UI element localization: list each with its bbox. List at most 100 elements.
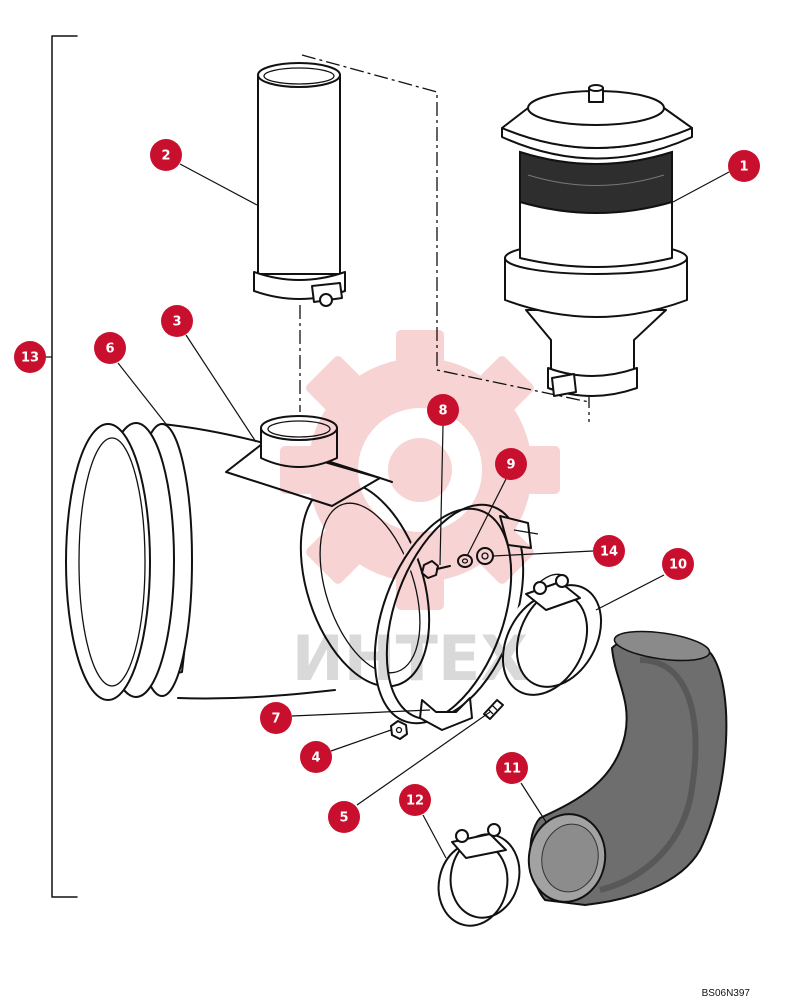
- cap-neck-clamp-bolt: [551, 373, 577, 397]
- tube-clamp-bolt: [311, 282, 343, 303]
- pre-cleaner-cap: [501, 84, 693, 397]
- clamp-10-nut-a: [533, 581, 547, 595]
- clamp-10-ubolt: [539, 573, 563, 583]
- callout-1-label: 1: [739, 160, 748, 175]
- nut-bore: [395, 726, 403, 734]
- callout-5-marker: [328, 801, 360, 833]
- housing-bottom-edge: [177, 689, 336, 700]
- leader-line-10: [595, 574, 665, 611]
- callout-9-marker: [495, 448, 527, 480]
- callout-1-marker: [728, 150, 760, 182]
- callout-1: 1: [728, 150, 760, 182]
- hose-clamp-12: [437, 823, 521, 929]
- callout-6-marker: [94, 332, 126, 364]
- leader-line-14: [492, 550, 594, 557]
- callout-4-label: 4: [311, 751, 320, 766]
- watermark: ИНТЕХ: [280, 330, 560, 695]
- callout-13: 13: [14, 341, 46, 373]
- clamp-12-nut-a: [455, 829, 469, 843]
- callout-12-label: 12: [406, 794, 424, 809]
- leader-line-12: [422, 814, 447, 859]
- elbow-hose: [527, 630, 728, 907]
- assembly-bracket: [51, 35, 78, 898]
- hose-top-opening: [613, 630, 711, 662]
- stud-rod: [483, 699, 504, 720]
- callout-9: 9: [495, 448, 527, 480]
- callout-14: 14: [593, 535, 625, 567]
- nut-body: [390, 720, 408, 740]
- nut-4: [390, 720, 408, 740]
- tube-clamp-nut: [319, 293, 333, 307]
- watermark-text: ИНТЕХ: [292, 622, 528, 695]
- stud-5: [483, 699, 504, 720]
- pre-cleaner-tube: [253, 62, 346, 307]
- tube-body: [257, 74, 341, 275]
- callout-7-marker: [260, 702, 292, 734]
- gear-hub: [388, 438, 452, 502]
- housing-end-cover-inner: [78, 437, 146, 687]
- callout-9-label: 9: [506, 458, 515, 473]
- watermark-gear-logo: [280, 330, 560, 610]
- callout-3-label: 3: [172, 315, 181, 330]
- cap-neck: [525, 309, 667, 379]
- callout-4-marker: [300, 741, 332, 773]
- cap-mesh-screen: [519, 150, 673, 214]
- callout-2-marker: [150, 139, 182, 171]
- callout-8-label: 8: [438, 404, 447, 419]
- callout-2: 2: [150, 139, 182, 171]
- leader-line-2: [179, 163, 258, 206]
- leader-line-3: [185, 334, 257, 443]
- callout-11-marker: [496, 752, 528, 784]
- leader-line-9: [466, 478, 507, 557]
- callout-10-marker: [662, 548, 694, 580]
- callout-2-label: 2: [161, 149, 170, 164]
- callout-3: 3: [161, 305, 193, 337]
- gear-tooth: [474, 524, 534, 584]
- callout-12-marker: [399, 784, 431, 816]
- leader-line-11: [520, 782, 547, 823]
- hose-bottom-bore: [541, 823, 599, 893]
- gear-tooth: [306, 356, 366, 416]
- drawing-code: BS06N397: [702, 988, 751, 999]
- stud-threads: [487, 704, 498, 715]
- callout-8-marker: [427, 394, 459, 426]
- clamp-10-edge-b: [515, 584, 603, 688]
- callout-10: 10: [662, 548, 694, 580]
- gear-tooth: [474, 356, 534, 416]
- gear-tooth: [306, 524, 366, 584]
- callout-14-label: 14: [600, 545, 618, 560]
- leader-line-1: [672, 171, 730, 203]
- tube-top-opening: [263, 67, 335, 85]
- callout-7: 7: [260, 702, 292, 734]
- callout-14-marker: [593, 535, 625, 567]
- callout-13-label: 13: [21, 351, 39, 366]
- leader-line-8: [439, 425, 444, 566]
- hose-clamp-10: [501, 573, 603, 699]
- leader-line-6: [117, 362, 167, 425]
- clamp-12-nut-b: [487, 823, 501, 837]
- callout-5-label: 5: [339, 811, 348, 826]
- callout-6-label: 6: [105, 342, 114, 357]
- leader-line-4: [330, 729, 392, 752]
- cap-body: [519, 199, 673, 268]
- callout-12: 12: [399, 784, 431, 816]
- callout-13-marker: [14, 341, 46, 373]
- mounting-band-top-bolt: [513, 529, 539, 535]
- callout-11: 11: [496, 752, 528, 784]
- callout-3-marker: [161, 305, 193, 337]
- cap-mesh-highlight: [527, 174, 665, 186]
- leader-line-5: [356, 711, 491, 806]
- clamp-10-nut-b: [555, 574, 569, 588]
- callout-11-label: 11: [503, 762, 521, 777]
- callout-6: 6: [94, 332, 126, 364]
- callout-8: 8: [427, 394, 459, 426]
- cap-knob-top: [588, 84, 604, 92]
- clamp-10-band-mask: [501, 581, 603, 699]
- leader-line-7: [291, 709, 431, 717]
- clamp-10-saddle: [525, 581, 581, 611]
- callout-5: 5: [328, 801, 360, 833]
- callout-7-label: 7: [271, 712, 280, 727]
- hose-shading: [599, 657, 699, 893]
- callout-4: 4: [300, 741, 332, 773]
